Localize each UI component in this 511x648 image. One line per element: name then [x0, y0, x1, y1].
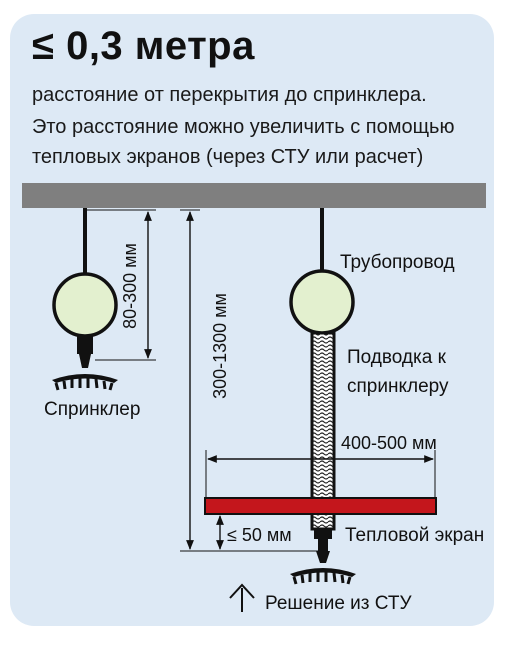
dimension-300-1300: 300-1300 мм	[180, 209, 318, 552]
page-title: ≤ 0,3 метра	[32, 24, 255, 68]
dimension-50: ≤ 50 мм	[212, 513, 292, 550]
dim-50-label: ≤ 50 мм	[227, 525, 292, 545]
left-sprinkler-assembly	[52, 208, 118, 391]
pipeline-circle	[289, 269, 355, 335]
description-line-1: расстояние от перекрытия до спринклера.	[32, 84, 427, 106]
sprinkler-label: Спринклер	[44, 399, 140, 420]
dim-400-500-label: 400-500 мм	[341, 433, 437, 453]
right-sprinkler-assembly	[289, 208, 356, 585]
dim-80-300-label: 80-300 мм	[120, 243, 140, 329]
description-line-3: тепловых экранов (через СТУ или расчет)	[32, 146, 424, 168]
pipeline-label: Трубопровод	[340, 252, 455, 273]
connection-label-line1: Подводка к	[347, 347, 447, 368]
dim-300-1300-label: 300-1300 мм	[210, 293, 230, 399]
solution-note: Решение из СТУ	[229, 583, 412, 614]
ceiling-slab	[22, 183, 486, 208]
heat-shield	[204, 497, 437, 515]
up-arrow-icon	[229, 583, 255, 599]
dimension-80-300: 80-300 мм	[85, 209, 156, 361]
left-pipe-circle	[52, 272, 118, 338]
solution-label: Решение из СТУ	[265, 593, 412, 614]
description-line-2: Это расстояние можно увеличить с помощью	[32, 116, 455, 138]
right-sprinkler-icon	[290, 568, 356, 585]
left-sprinkler-icon	[52, 374, 118, 391]
dimension-400-500: 400-500 мм	[205, 433, 437, 498]
heat-shield-label: Тепловой экран	[345, 525, 484, 546]
connection-label-line2: спринклеру	[347, 376, 449, 397]
